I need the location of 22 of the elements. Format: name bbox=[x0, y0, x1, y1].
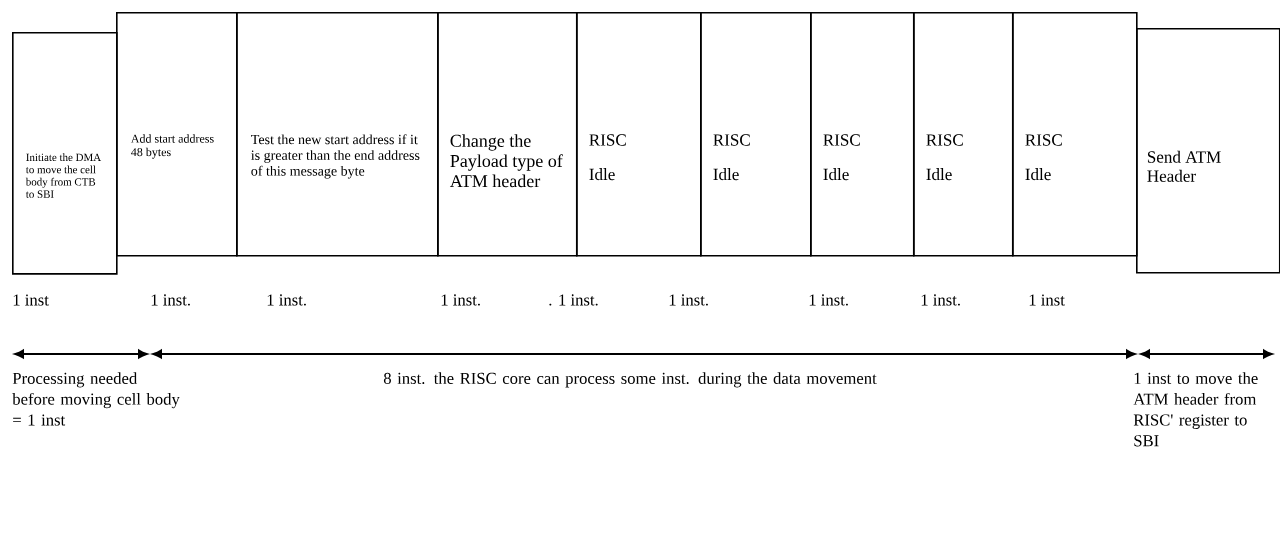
instruction-count: 1 inst. bbox=[267, 294, 306, 306]
step-box: Send ATM Header bbox=[1136, 28, 1280, 274]
step-box: RISC Idle bbox=[810, 12, 915, 257]
instruction-count: 1 inst bbox=[1029, 294, 1065, 306]
note: 1 inst to move the ATM header from RISC' register to SBI bbox=[1133, 372, 1258, 447]
instruction-count: 1 inst. bbox=[441, 294, 480, 306]
step-box: RISC Idle bbox=[913, 12, 1014, 257]
note: Processing needed before moving cell body = 1 inst bbox=[12, 372, 180, 426]
instruction-count: 1 inst bbox=[13, 294, 49, 306]
step-box: Add start address 48 bytes bbox=[116, 12, 238, 257]
instruction-count: 1 inst. bbox=[151, 294, 190, 306]
note: 8 inst. the RISC core can process some inst. during the data movement bbox=[383, 372, 877, 388]
step-box: RISC Idle bbox=[576, 12, 702, 257]
instruction-count: 1 inst. bbox=[669, 294, 708, 306]
step-box: Change the Payload type of ATM header bbox=[437, 12, 578, 257]
instruction-count: 1 inst. bbox=[921, 294, 960, 306]
step-box: RISC Idle bbox=[700, 12, 812, 257]
step-box: Initiate the DMA to move the cell body from CTB to SBI bbox=[12, 32, 118, 275]
instruction-count: . 1 inst. bbox=[549, 294, 598, 306]
instruction-count: 1 inst. bbox=[809, 294, 848, 306]
step-box: Test the new start address if it is greater than the end address of this message byte bbox=[236, 12, 439, 257]
step-box: RISC Idle bbox=[1012, 12, 1138, 257]
